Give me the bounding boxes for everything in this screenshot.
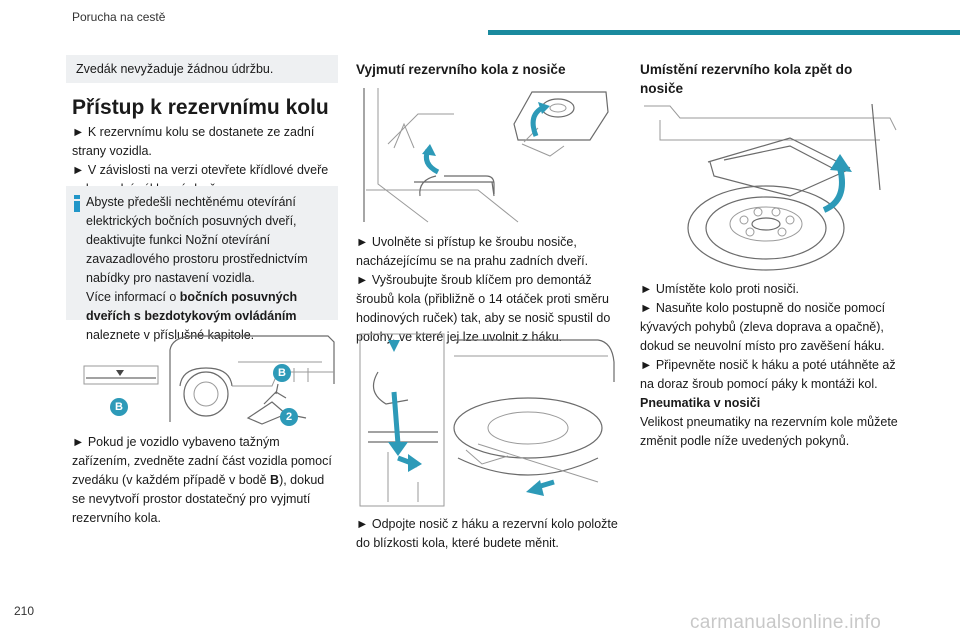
towbar-step: ► Pokud je vozidlo vybaveno tažným zaříz… [72,435,332,525]
maintenance-note: Zvedák nevyžaduje žádnou údržbu. [66,55,338,83]
removal-step-1: ► Uvolněte si přístup ke šroubu nosiče, … [356,235,589,268]
info-paragraph-1: Abyste předešli nechtěnému otevírání ele… [86,195,308,285]
towbar-text: ► Pokud je vozidlo vybaveno tažným zaříz… [72,433,338,528]
removal-text-2: ► Odpojte nosič z háku a rezervní kolo p… [356,515,622,553]
access-step-1: ► K rezervnímu kolu se dostanete ze zadn… [72,125,315,158]
jack-illustration: B B 2 [72,332,338,426]
carrier-bolt-illustration [358,84,620,226]
label-b-inset: B [110,398,128,416]
removal-step-3: ► Odpojte nosič z háku a rezervní kolo p… [356,517,618,550]
info-paragraph-2: Více informací o bočních posuvných dveří… [86,290,298,342]
chapter-title: Porucha na cestě [72,10,166,24]
info-box: Abyste předešli nechtěnému otevírání ele… [66,186,338,342]
section-heading-removal: Vyjmutí rezervního kola z nosiče [356,62,566,77]
removal-text-1: ► Uvolněte si přístup ke šroubu nosiče, … [356,233,618,347]
page-number: 210 [14,604,35,618]
refit-step-1: ► Umístěte kolo proti nosiči. [640,282,799,296]
carrier-hook-illustration [358,332,620,508]
refit-text: ► Umístěte kolo proti nosiči. ► Nasuňte … [640,280,902,451]
tyre-subheading: Pneumatika v nosiči [640,396,761,410]
section-heading-access: Přístup k rezervnímu kolu [72,96,329,119]
watermark: carmanualsonline.info [690,612,882,633]
label-2-jack: 2 [280,408,298,426]
wheel-refit-illustration [640,100,902,272]
tyre-text: Velikost pneumatiky na rezervním kole mů… [640,415,898,448]
header-accent-bar [488,30,960,35]
info-icon [74,195,80,212]
section-heading-refit: Umístění rezervního kola zpět do nosiče [640,62,853,96]
info-box-text: Abyste předešli nechtěnému otevírání ele… [86,193,332,345]
label-b-vehicle: B [273,364,291,382]
refit-step-3: ► Připevněte nosič k háku a poté utáhnět… [640,358,896,391]
refit-step-2: ► Nasuňte kolo postupně do nosiče pomocí… [640,301,886,353]
info-bold-link: bočních posuvných dveřích s bezdotykovým… [86,290,298,323]
maintenance-note-text: Zvedák nevyžaduje žádnou údržbu. [76,62,274,76]
